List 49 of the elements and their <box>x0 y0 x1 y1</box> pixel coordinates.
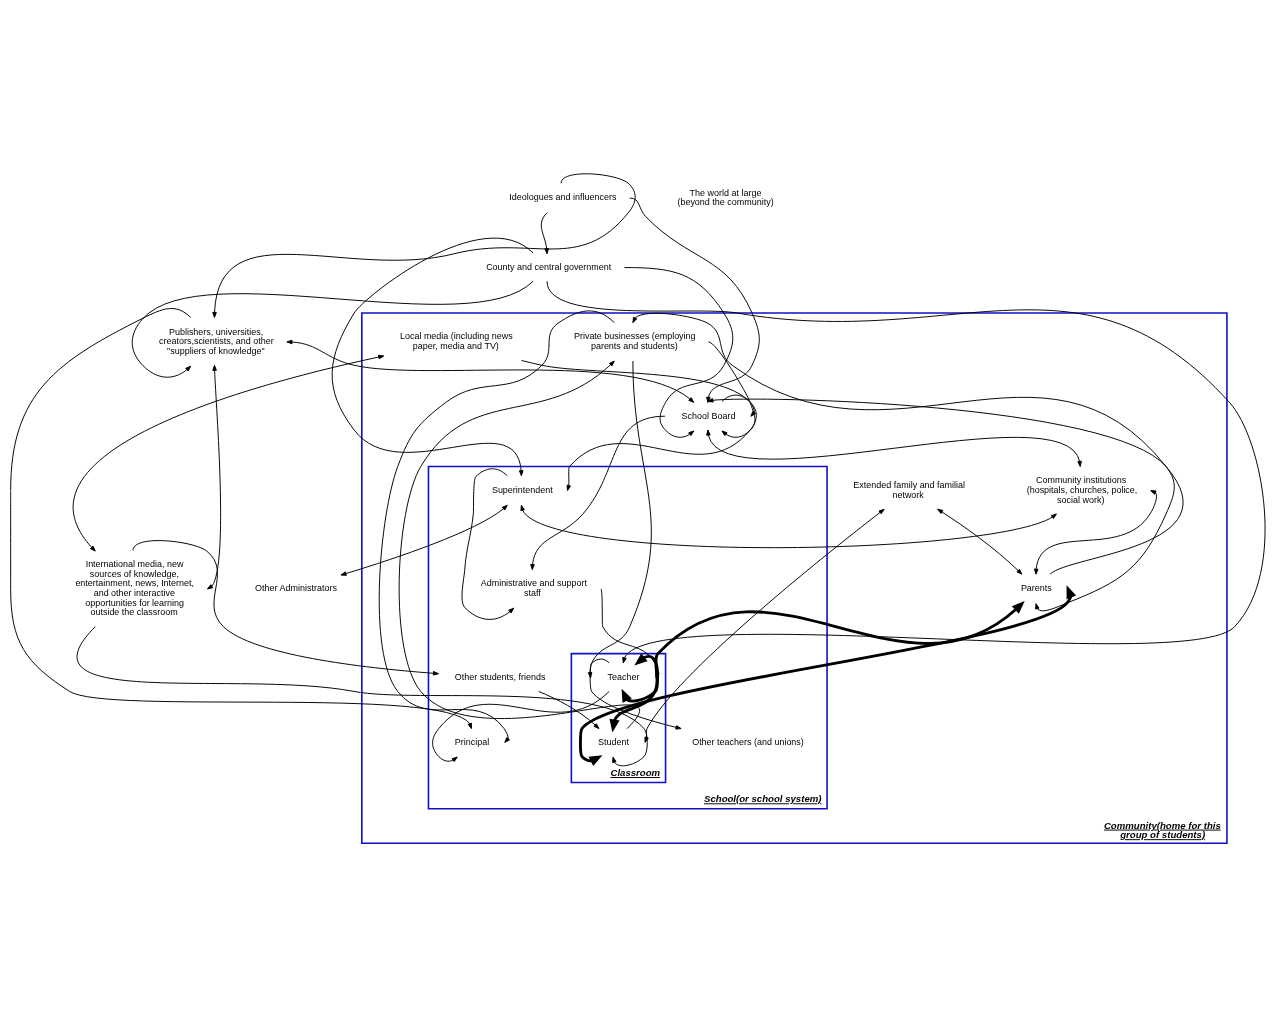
arrow <box>621 600 1025 703</box>
arrow <box>707 397 1184 575</box>
arrow <box>212 172 636 318</box>
node-text: Administrative and support staff <box>480 577 587 598</box>
arrow <box>589 658 682 730</box>
arrow <box>538 690 600 729</box>
arrow <box>629 197 760 403</box>
arrow <box>546 280 1266 663</box>
node-text: International media, new sources of knowledge, entertainment, news, Internet, and other interactive opportunities for learning outside the classroom <box>75 558 195 617</box>
arrow <box>1033 489 1157 575</box>
arrow <box>461 467 515 620</box>
arrow <box>398 360 640 729</box>
node-text: Local media (including news paper, media and TV) <box>399 330 513 351</box>
arrow <box>432 690 610 762</box>
node-text: Principal <box>454 736 490 747</box>
node-text: Community institutions (hospitals, churches, police, social work) <box>1026 474 1138 505</box>
node-text: Other teachers (and unions) <box>692 736 804 747</box>
arrow <box>530 415 666 570</box>
node-text: Other students, friends <box>454 671 546 682</box>
node-text: Publishers, universities, creators,scientists, and other "suppliers of knowledge" <box>159 326 274 356</box>
node-text: Ideologues and influencers <box>509 191 617 202</box>
arrow <box>206 364 222 589</box>
node-text: Parents <box>1020 582 1052 593</box>
arrow <box>587 360 652 678</box>
arrow <box>10 307 472 729</box>
node-text: Private businesses (employing parents and students) <box>573 330 696 351</box>
node-text: Teacher <box>607 671 640 682</box>
arrow <box>340 504 508 576</box>
arrow <box>76 625 648 766</box>
node-text: Other Administrators <box>255 582 337 593</box>
node-text: Extended family and familial network <box>853 479 965 500</box>
arrow <box>937 508 1023 575</box>
arrow <box>331 237 534 476</box>
arrow <box>624 266 734 438</box>
arrow <box>72 354 385 552</box>
arrow <box>632 312 1175 611</box>
node-text: County and central government <box>486 261 612 272</box>
arrow <box>520 504 1057 548</box>
arrow <box>579 584 1077 766</box>
arrow <box>644 508 885 743</box>
arrow <box>706 429 1082 467</box>
arrow <box>286 339 695 403</box>
label: The world at large (beyond the community) <box>677 187 774 207</box>
node-text: Student <box>597 736 629 747</box>
arrow <box>132 539 439 676</box>
node-text: Superintendent <box>491 484 553 495</box>
arrow <box>540 211 549 254</box>
node-text: School Board <box>681 410 736 421</box>
arrow <box>378 309 615 743</box>
